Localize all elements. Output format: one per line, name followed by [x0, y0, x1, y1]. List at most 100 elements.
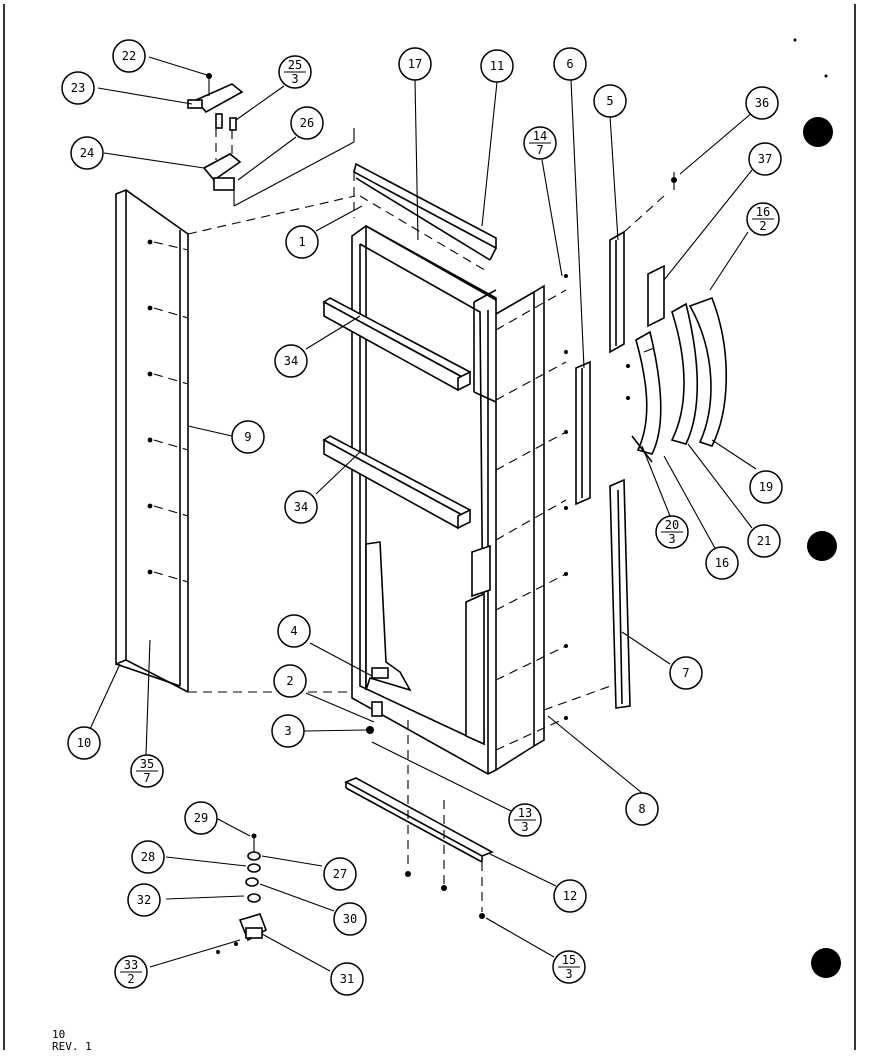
handle-pieces	[626, 296, 728, 463]
callout-label-bottom: 7	[143, 771, 150, 785]
callout-10: 10	[67, 726, 101, 760]
revision-label: REV. 1	[52, 1040, 92, 1053]
left-trim-strip	[115, 188, 360, 693]
callout-20-3: 203	[655, 515, 689, 549]
page-border	[3, 4, 856, 1050]
shelf-bar-upper	[322, 297, 472, 392]
callout-34a: 34	[274, 344, 308, 378]
callout-label: 32	[137, 893, 151, 907]
screw-36	[671, 172, 677, 190]
callout-22: 22	[112, 39, 146, 73]
callout-15-3: 153	[552, 950, 586, 984]
page-number: 10	[52, 1028, 65, 1041]
callout-label-bottom: 2	[759, 219, 766, 233]
callout-label-bottom: 7	[536, 143, 543, 157]
callout-3: 3	[271, 714, 305, 748]
callout-33-2: 332	[114, 955, 148, 989]
callout-label: 9	[244, 430, 251, 444]
callout-label-top: 16	[756, 205, 770, 219]
callout-11: 11	[480, 49, 514, 83]
callout-31: 31	[330, 962, 364, 996]
callout-19: 19	[749, 470, 783, 504]
speck	[793, 38, 797, 42]
callout-label: 8	[638, 802, 645, 816]
callout-6: 6	[553, 47, 587, 81]
binder-hole-bottom	[811, 948, 841, 978]
callout-30: 30	[333, 902, 367, 936]
callout-label: 34	[294, 500, 308, 514]
callout-label: 11	[490, 59, 504, 73]
callout-label: 10	[77, 736, 91, 750]
callout-36: 36	[745, 86, 779, 120]
callout-13-3: 133	[508, 803, 542, 837]
callout-label: 27	[333, 867, 347, 881]
callout-23: 23	[61, 71, 95, 105]
callout-label-top: 33	[124, 958, 138, 972]
callout-label-top: 15	[562, 953, 576, 967]
callout-label-bottom: 3	[668, 532, 675, 546]
trim-strip-5	[609, 195, 665, 354]
callout-label-top: 20	[665, 518, 679, 532]
callout-label: 26	[300, 116, 314, 130]
top-hinge-assembly	[187, 73, 355, 207]
callout-label: 24	[80, 146, 94, 160]
callout-label: 28	[141, 850, 155, 864]
callout-label: 7	[682, 666, 689, 680]
callout-label-top: 13	[518, 806, 532, 820]
callout-label: 17	[408, 57, 422, 71]
trim-strip-6	[575, 360, 591, 506]
callout-label: 37	[758, 152, 772, 166]
callout-label: 16	[715, 556, 729, 570]
callout-24: 24	[70, 136, 104, 170]
callout-29: 29	[184, 801, 218, 835]
callout-label: 19	[759, 480, 773, 494]
callout-12: 12	[553, 879, 587, 913]
callout-label: 34	[284, 354, 298, 368]
callout-16b: 16	[705, 546, 739, 580]
callout-label: 22	[122, 49, 136, 63]
callout-8: 8	[625, 792, 659, 826]
binder-hole-top	[803, 117, 833, 147]
callout-28: 28	[131, 840, 165, 874]
callout-label: 12	[563, 889, 577, 903]
bottom-rail	[344, 720, 494, 919]
callout-label-bottom: 2	[127, 972, 134, 986]
callout-17: 17	[398, 47, 432, 81]
callout-14-7: 147	[523, 126, 557, 160]
callout-label: 21	[757, 534, 771, 548]
callout-label-bottom: 3	[291, 72, 298, 86]
callout-7: 7	[669, 656, 703, 690]
callout-label-top: 25	[288, 58, 302, 72]
callout-label: 4	[290, 624, 297, 638]
speck	[824, 74, 828, 78]
callout-label-top: 14	[533, 129, 547, 143]
shelf-bar-lower	[322, 435, 472, 530]
callout-25-3: 253	[278, 55, 312, 89]
callout-label: 6	[566, 57, 573, 71]
callout-label: 5	[606, 94, 613, 108]
callout-label: 29	[194, 811, 208, 825]
callout-label: 36	[755, 96, 769, 110]
callout-5: 5	[593, 84, 627, 118]
callout-34b: 34	[284, 490, 318, 524]
callout-label-top: 35	[140, 757, 154, 771]
top-panel	[353, 162, 497, 273]
callout-37: 37	[748, 142, 782, 176]
label-plate	[647, 264, 665, 328]
callout-35-7: 357	[130, 754, 164, 788]
bottom-hinge-stack	[216, 833, 267, 954]
callout-label: 30	[343, 912, 357, 926]
callout-label: 31	[340, 972, 354, 986]
callout-21: 21	[747, 524, 781, 558]
trim-strip-7	[543, 478, 631, 711]
callout-9: 9	[231, 420, 265, 454]
binder-hole-middle	[807, 531, 837, 561]
callout-label: 2	[286, 674, 293, 688]
callout-label-bottom: 3	[521, 820, 528, 834]
callout-label: 1	[298, 235, 305, 249]
callout-26: 26	[290, 106, 324, 140]
callout-2: 2	[273, 664, 307, 698]
callout-1: 1	[285, 225, 319, 259]
